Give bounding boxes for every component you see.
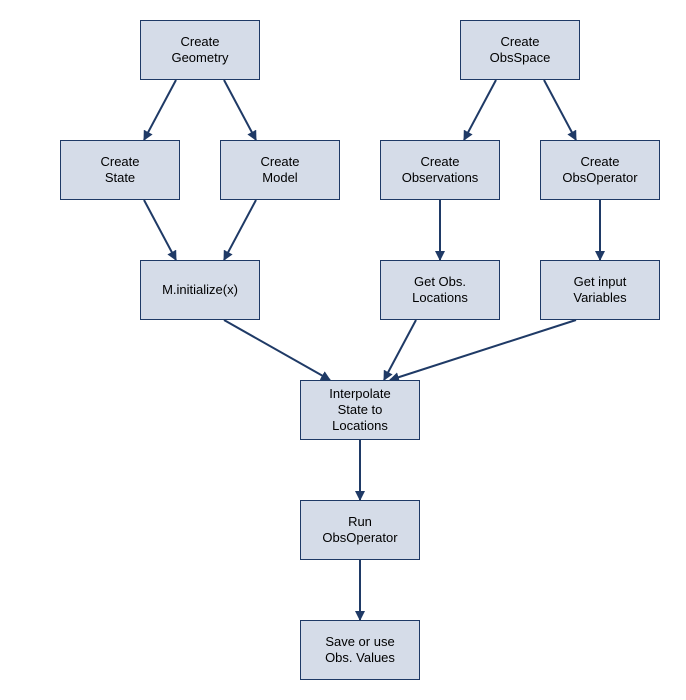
arrow-create_obsspace-to-create_observations: [463, 79, 497, 141]
arrow-create_obsspace-to-create_obsoperator: [543, 79, 577, 141]
arrow-create_geometry-to-create_state: [143, 79, 177, 141]
node-line: ObsSpace: [489, 50, 551, 65]
node-line: M.initialize(x): [162, 282, 238, 297]
node-interpolate-state: Interpolate State to Locations: [300, 380, 420, 440]
node-line: ObsOperator: [562, 170, 638, 185]
node-line: Create: [100, 154, 140, 169]
arrow-create_model-to-m_initialize: [223, 199, 257, 261]
node-m-initialize: M.initialize(x): [140, 260, 260, 320]
node-create-obsspace: Create ObsSpace: [460, 20, 580, 80]
arrow-create_state-to-m_initialize: [143, 199, 177, 261]
node-line: State: [104, 170, 136, 185]
node-run-obsoperator: Run ObsOperator: [300, 500, 420, 560]
node-line: Model: [262, 170, 298, 185]
node-create-obsoperator: Create ObsOperator: [540, 140, 660, 200]
node-create-observations: Create Observations: [380, 140, 500, 200]
node-line: Create: [260, 154, 300, 169]
node-create-state: Create State: [60, 140, 180, 200]
node-line: Save or use: [325, 634, 395, 649]
node-line: Variables: [573, 290, 627, 305]
node-line: Locations: [332, 418, 388, 433]
node-line: Create: [500, 34, 540, 49]
node-line: State to: [337, 402, 383, 417]
node-line: Obs. Values: [325, 650, 395, 665]
node-create-geometry: Create Geometry: [140, 20, 260, 80]
arrow-m_initialize-to-interpolate_state: [223, 319, 331, 381]
node-create-model: Create Model: [220, 140, 340, 200]
node-save-obs-values: Save or use Obs. Values: [300, 620, 420, 680]
node-line: Create: [180, 34, 220, 49]
node-line: Observations: [401, 170, 479, 185]
node-line: Get input: [573, 274, 627, 289]
node-get-obs-locations: Get Obs. Locations: [380, 260, 500, 320]
node-line: Interpolate: [329, 386, 391, 401]
node-line: Get Obs.: [413, 274, 467, 289]
node-line: Run: [348, 514, 372, 529]
arrow-get_input_variables-to-interpolate_state: [389, 319, 577, 382]
node-line: Create: [420, 154, 460, 169]
arrow-create_geometry-to-create_model: [223, 79, 257, 141]
node-line: Locations: [412, 290, 468, 305]
node-line: Geometry: [171, 50, 229, 65]
node-line: Create: [580, 154, 620, 169]
node-get-input-variables: Get input Variables: [540, 260, 660, 320]
node-line: ObsOperator: [322, 530, 398, 545]
arrow-get_obs_locations-to-interpolate_state: [383, 319, 417, 381]
